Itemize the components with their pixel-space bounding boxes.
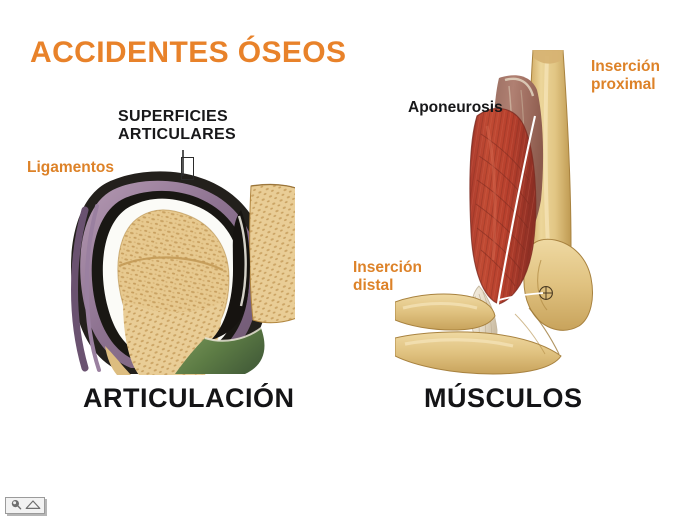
- label-aponeurosis: Aponeurosis: [408, 99, 503, 116]
- label-insercion-distal: Inserción distal: [353, 259, 422, 294]
- pen-icon[interactable]: [10, 497, 22, 515]
- epiphyseal-line: [118, 256, 224, 271]
- bone-sliver: [105, 346, 131, 375]
- joint-cavity: [211, 210, 250, 340]
- label-ligamentos: Ligamentos: [27, 159, 114, 176]
- opposing-bone: [249, 183, 295, 324]
- ligament-strand-inner: [84, 204, 101, 372]
- periosteum: [175, 328, 265, 374]
- pointer-triangle-icon[interactable]: [25, 497, 41, 515]
- page-title: ACCIDENTES ÓSEOS: [30, 36, 347, 69]
- joint-cross-section-illustration: [55, 150, 295, 375]
- articular-surface-pointer-bracket: [181, 157, 194, 180]
- internal-tendon: [493, 115, 537, 337]
- label-superficies-articulares: SUPERFICIES ARTICULARES: [118, 108, 236, 143]
- caption-articulacion: ARTICULACIÓN: [83, 383, 295, 413]
- ulna-bone: [395, 293, 496, 331]
- slideshow-control-bar[interactable]: [5, 497, 45, 514]
- humeral-condyle: [523, 238, 593, 331]
- radius-bone: [395, 331, 562, 375]
- muscle-attachment-illustration: [395, 50, 605, 375]
- tendon-to-insertion: [498, 292, 544, 301]
- label-insercion-proximal: Inserción proximal: [591, 58, 660, 93]
- ligament-strand-outer: [71, 206, 89, 372]
- caption-musculos: MÚSCULOS: [424, 383, 583, 413]
